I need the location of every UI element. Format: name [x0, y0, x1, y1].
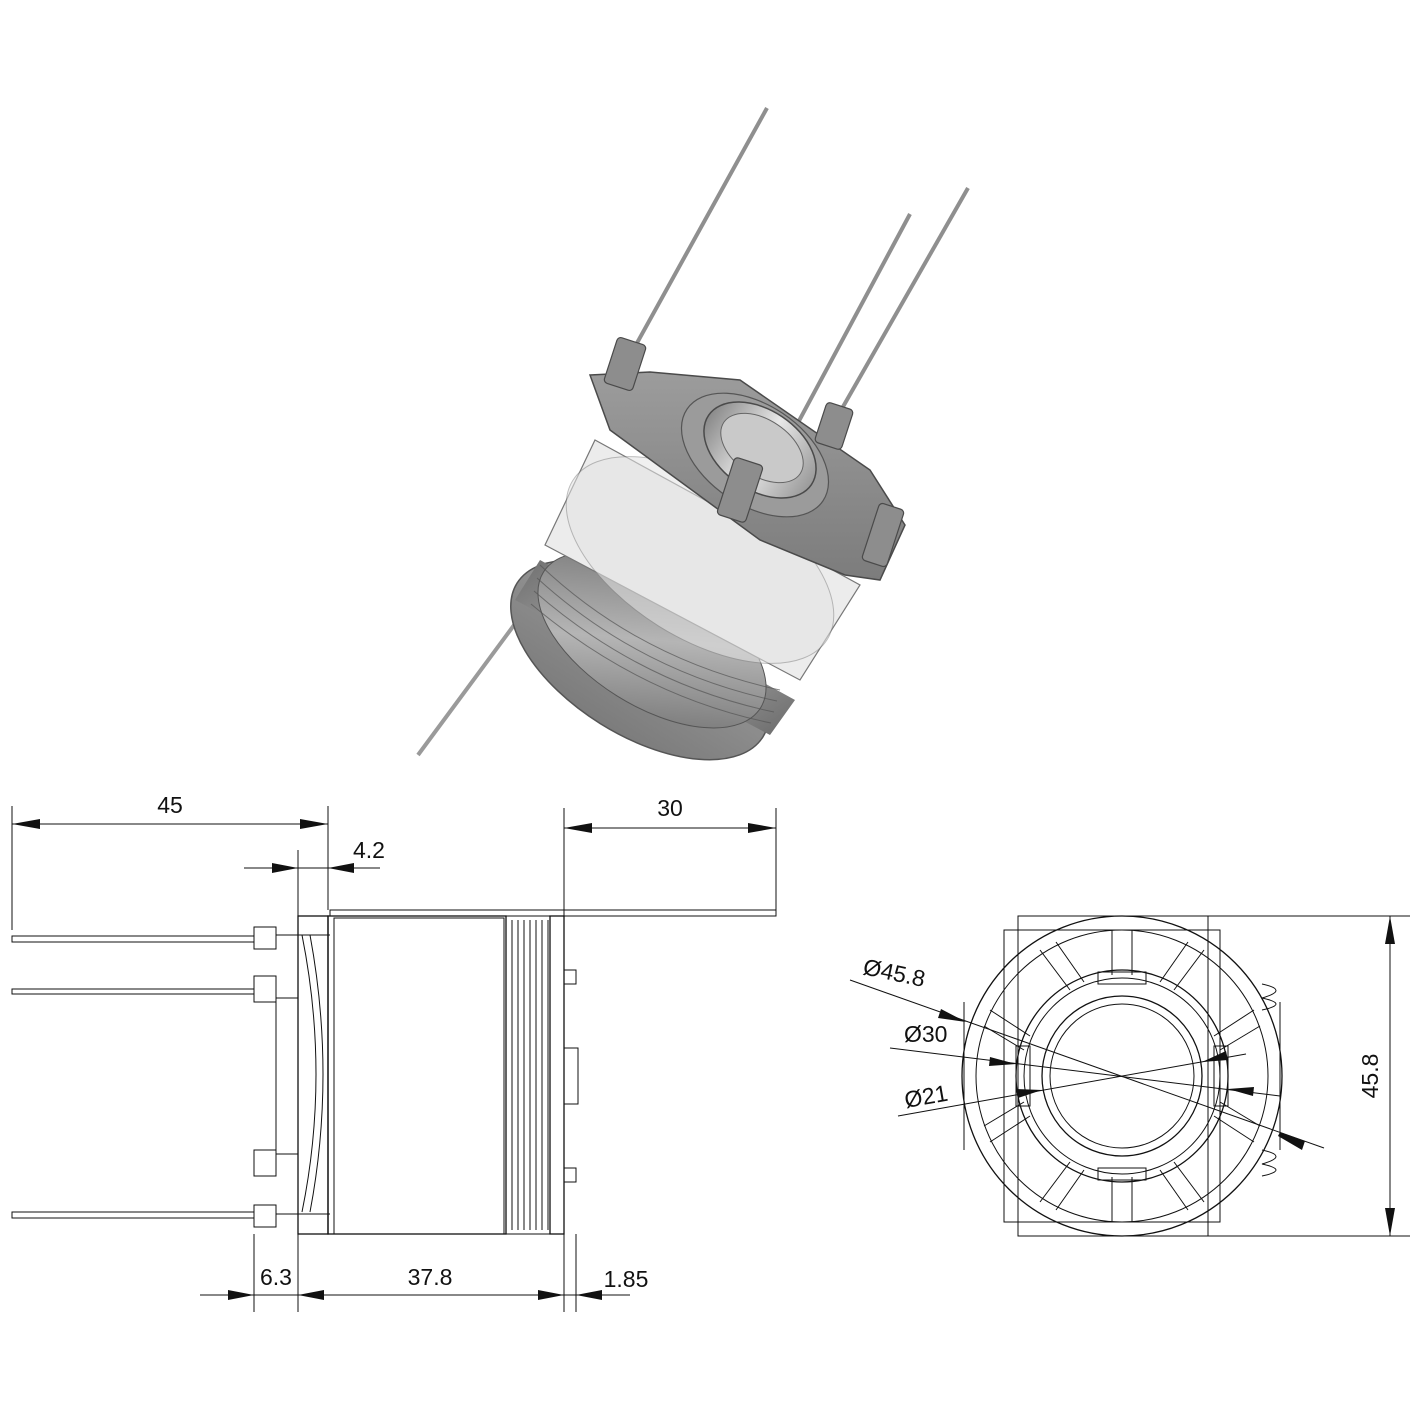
- winding-body: [327, 915, 507, 1235]
- flange-curve: [301, 934, 317, 1213]
- end-view: Ø45.8 Ø30 Ø21 45.8: [849, 915, 1410, 1237]
- outer-circle: [961, 915, 1283, 1237]
- terminal-wire: [630, 107, 769, 353]
- dimension-4-2: 4.2: [244, 837, 385, 916]
- terminal-clip: [253, 1204, 277, 1228]
- leader-mid: [889, 1047, 1281, 1097]
- dimension-45: 45: [11, 792, 329, 930]
- terminal-lead: [11, 1211, 255, 1219]
- terminal-post: [861, 502, 905, 568]
- dimension-45-8: 45.8: [1208, 915, 1410, 1237]
- terminal-clip: [253, 1149, 277, 1177]
- dimension-label: 4.2: [353, 837, 385, 863]
- dimension-label: 45.8: [1357, 1054, 1383, 1099]
- terminal-post: [603, 336, 647, 392]
- dimension-bottom: 6.3 37.8 1.85: [200, 1234, 648, 1312]
- side-view: 45 4.2 30: [11, 792, 777, 1312]
- radial-ribs: [983, 930, 1261, 1222]
- flange-curve: [309, 934, 324, 1213]
- terminal-post: [814, 402, 854, 450]
- terminal-block: [275, 997, 299, 1155]
- dimension-label: 45: [157, 792, 183, 818]
- terminal-wire: [838, 187, 970, 413]
- terminal-clip: [253, 975, 277, 1003]
- winding-ribs: [505, 915, 551, 1235]
- leader-outer: [849, 979, 1325, 1149]
- dimension-label: 1.85: [604, 1266, 649, 1292]
- winding-body: [333, 917, 505, 1235]
- terminal-clip: [253, 926, 277, 950]
- terminal-hook: [1261, 983, 1277, 1011]
- winding-turns: [530, 564, 781, 724]
- dimension-label: Ø30: [904, 1021, 947, 1047]
- dimension-label: 30: [657, 795, 683, 821]
- leader-bore: [897, 1053, 1247, 1117]
- terminal-lead: [11, 988, 255, 995]
- terminal-strip: [329, 909, 777, 917]
- coil-photo: [416, 107, 970, 761]
- terminal-post: [716, 457, 764, 523]
- terminal-lead: [11, 935, 255, 943]
- dimension-label: 37.8: [408, 1264, 453, 1290]
- front-flange-section: [297, 915, 329, 1235]
- dimension-30: 30: [563, 795, 777, 916]
- terminal-wire: [776, 213, 912, 461]
- dimension-label: Ø45.8: [861, 953, 928, 991]
- dimension-label: 6.3: [260, 1264, 292, 1290]
- rear-flange-section: [549, 915, 565, 1235]
- end-frame: [1017, 915, 1209, 1237]
- terminal-hook: [1261, 1149, 1277, 1177]
- bore-circle: [1041, 995, 1203, 1157]
